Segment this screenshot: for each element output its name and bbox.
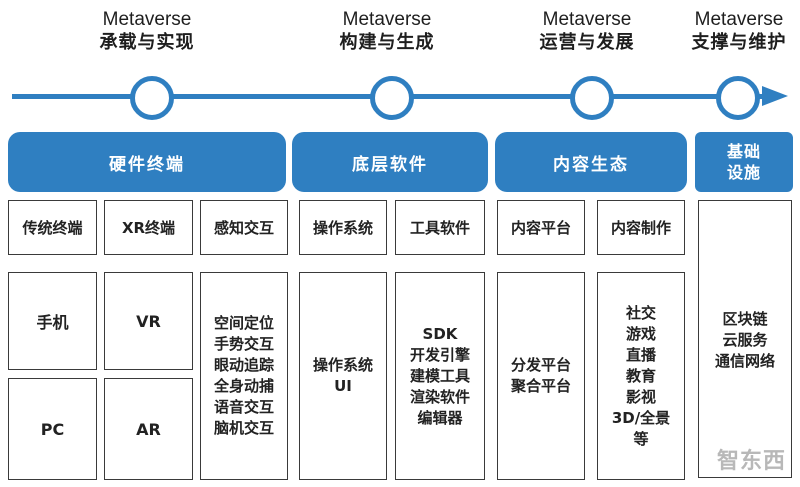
- sub-label: 内容制作: [610, 219, 671, 237]
- stage-title: Metaverse: [102, 9, 192, 30]
- timeline-node-1: [130, 76, 174, 120]
- list-item: 聚合平台: [510, 377, 571, 395]
- list-item: 开发引擎: [409, 345, 470, 364]
- category-content: 内容生态: [495, 132, 687, 192]
- tools-list: SDK 开发引擎 建模工具 渲染软件 编辑器: [410, 324, 470, 429]
- list-item: 建模工具: [409, 366, 470, 385]
- sub-label: XR终端: [121, 219, 176, 237]
- stage-title: Metaverse: [342, 9, 432, 30]
- timeline-node-2: [370, 76, 414, 120]
- os-list: 操作系统 UI: [313, 355, 373, 397]
- list-item: 分发平台: [510, 356, 571, 374]
- stage-label-4: Metaverse 支撑与维护: [664, 8, 800, 54]
- item-label: VR: [136, 311, 161, 331]
- item-label: 手机: [36, 313, 69, 332]
- list-item: 云服务: [722, 331, 768, 349]
- item-tools-list: SDK 开发引擎 建模工具 渲染软件 编辑器: [395, 272, 485, 480]
- list-item: 编辑器: [417, 408, 463, 427]
- sub-label: 感知交互: [213, 219, 274, 237]
- category-infra: 基础设施: [695, 132, 793, 192]
- timeline-node-3: [570, 76, 614, 120]
- item-label: AR: [136, 419, 161, 439]
- stage-label-3: Metaverse 运营与发展: [512, 8, 662, 54]
- list-item: 教育: [625, 366, 656, 385]
- category-hardware: 硬件终端: [8, 132, 286, 192]
- sub-tools: 工具软件: [395, 200, 485, 255]
- category-label: 底层软件: [352, 154, 428, 175]
- list-item: 影视: [625, 387, 656, 406]
- stage-title: Metaverse: [542, 9, 632, 30]
- list-item: 社交: [625, 303, 656, 322]
- stage-label-1: Metaverse 承载与实现: [72, 8, 222, 54]
- infra-list: 区块链 云服务 通信网络: [715, 309, 775, 372]
- sub-label: 工具软件: [409, 219, 470, 237]
- sub-sensing: 感知交互: [200, 200, 288, 255]
- item-phone: 手机: [8, 272, 97, 370]
- list-item: 直播: [625, 345, 656, 364]
- timeline-arrow-icon: [762, 86, 788, 106]
- item-ar: AR: [104, 378, 193, 480]
- sensing-list: 空间定位 手势交互 眼动追踪 全身动捕 语音交互 脑机交互: [214, 313, 274, 439]
- stage-label-2: Metaverse 构建与生成: [312, 8, 462, 54]
- platform-list: 分发平台 聚合平台: [511, 355, 571, 397]
- watermark: 智东西: [716, 449, 786, 474]
- sub-platform: 内容平台: [497, 200, 585, 255]
- list-item: 眼动追踪: [213, 356, 274, 374]
- list-item: 全身动捕: [213, 377, 274, 395]
- production-list: 社交 游戏 直播 教育 影视 3D/全景 等: [612, 303, 670, 450]
- list-item: 等: [633, 429, 649, 448]
- list-item: 操作系统: [312, 356, 373, 374]
- category-label: 基础设施: [726, 142, 761, 182]
- list-item: 游戏: [625, 324, 656, 343]
- sub-xr: XR终端: [104, 200, 193, 255]
- item-platform-list: 分发平台 聚合平台: [497, 272, 585, 480]
- sub-production: 内容制作: [597, 200, 685, 255]
- sub-label: 内容平台: [510, 219, 571, 237]
- infra-column: 区块链 云服务 通信网络: [698, 200, 792, 478]
- stage-subtitle: 运营与发展: [539, 32, 635, 53]
- list-item: 手势交互: [213, 335, 274, 353]
- item-pc: PC: [8, 378, 97, 480]
- category-software: 底层软件: [292, 132, 488, 192]
- sub-label: 操作系统: [312, 219, 373, 237]
- category-label: 硬件终端: [109, 154, 185, 175]
- stage-subtitle: 承载与实现: [99, 32, 195, 53]
- list-item: 语音交互: [213, 398, 274, 416]
- list-item: 3D/全景: [611, 408, 671, 427]
- item-label: PC: [40, 419, 65, 439]
- timeline-node-4: [716, 76, 760, 120]
- list-item: SDK: [422, 324, 458, 343]
- category-label: 内容生态: [553, 154, 629, 175]
- item-os-list: 操作系统 UI: [299, 272, 387, 480]
- item-sensing-list: 空间定位 手势交互 眼动追踪 全身动捕 语音交互 脑机交互: [200, 272, 288, 480]
- stage-title: Metaverse: [694, 9, 784, 30]
- list-item: 空间定位: [213, 314, 274, 332]
- item-production-list: 社交 游戏 直播 教育 影视 3D/全景 等: [597, 272, 685, 480]
- list-item: 脑机交互: [213, 419, 274, 437]
- stage-subtitle: 构建与生成: [339, 32, 435, 53]
- list-item: 区块链: [722, 310, 768, 328]
- sub-label: 传统终端: [22, 219, 83, 237]
- sub-os: 操作系统: [299, 200, 387, 255]
- list-item: 通信网络: [714, 352, 775, 370]
- stage-subtitle: 支撑与维护: [691, 32, 787, 53]
- list-item: 渲染软件: [409, 387, 470, 406]
- list-item: UI: [334, 377, 352, 395]
- sub-traditional: 传统终端: [8, 200, 97, 255]
- item-vr: VR: [104, 272, 193, 370]
